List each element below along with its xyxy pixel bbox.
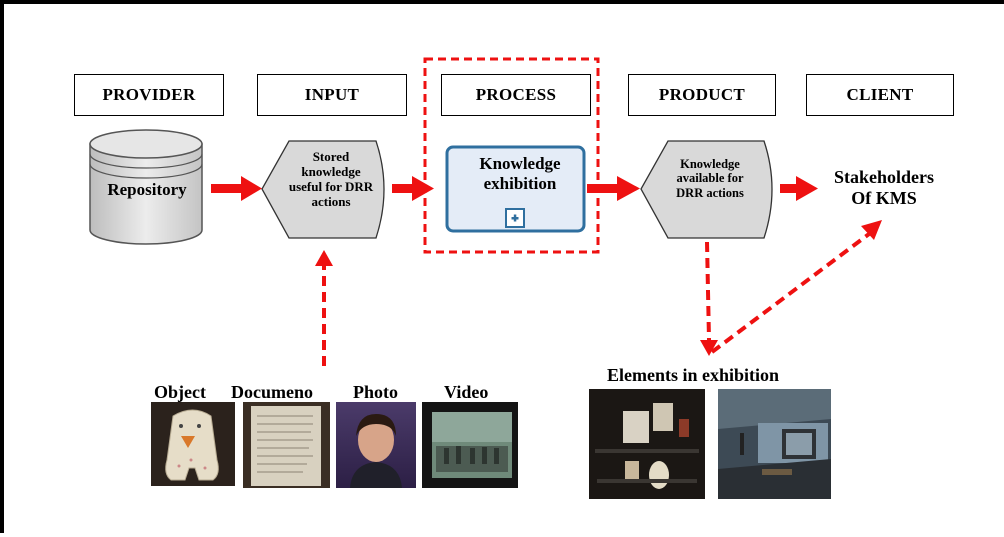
- process-label: Knowledge exhibition: [450, 154, 590, 193]
- caption-document: Documeno: [231, 382, 313, 402]
- exhibition-photo-case: [589, 389, 705, 499]
- flow-arrows: [211, 176, 818, 201]
- input-label-line: Stored: [312, 149, 350, 164]
- input-label-line: useful for DRR: [288, 178, 374, 194]
- product-shape: [640, 140, 773, 239]
- repository-label: Repository: [107, 180, 187, 199]
- dashed-arrows: [315, 220, 882, 366]
- product-label-line: DRR actions: [676, 185, 744, 200]
- client-label: Stakeholders Of KMS: [816, 167, 952, 208]
- caption-object: Object: [154, 382, 206, 402]
- plus-icon: [505, 208, 525, 228]
- stage-product: PRODUCT: [628, 74, 776, 116]
- stage-process: PROCESS: [441, 74, 591, 116]
- diagram-graphics: [89, 57, 882, 366]
- caption-video: Video: [444, 382, 489, 402]
- stage-client: CLIENT: [806, 74, 954, 116]
- input-label-line: knowledge: [301, 163, 361, 179]
- input-shape: [261, 140, 385, 239]
- client-label-line: Stakeholders: [833, 167, 934, 187]
- product-label-line: Knowledge: [680, 157, 740, 171]
- exhibition-photo-hall: [718, 389, 831, 499]
- process-box: [445, 145, 586, 233]
- caption-elements-in-exhibition: Elements in exhibition: [607, 365, 780, 385]
- product-label: Knowledge available for DRR actions: [654, 157, 766, 200]
- process-label-line: exhibition: [483, 173, 557, 193]
- stage-input: INPUT: [257, 74, 407, 116]
- video-still: [422, 402, 518, 488]
- input-label-line: actions: [311, 193, 351, 209]
- client-label-line: Of KMS: [851, 187, 917, 208]
- portrait-photo: [336, 402, 416, 488]
- input-label: Stored knowledge useful for DRR actions: [274, 149, 388, 210]
- process-label-line: Knowledge: [479, 154, 561, 173]
- stage-provider: PROVIDER: [74, 74, 224, 116]
- document-photo: [243, 402, 330, 488]
- object-photo: [151, 402, 235, 486]
- product-label-line: available for: [676, 171, 744, 186]
- caption-photo: Photo: [353, 382, 398, 402]
- repository-cylinder: [89, 129, 203, 245]
